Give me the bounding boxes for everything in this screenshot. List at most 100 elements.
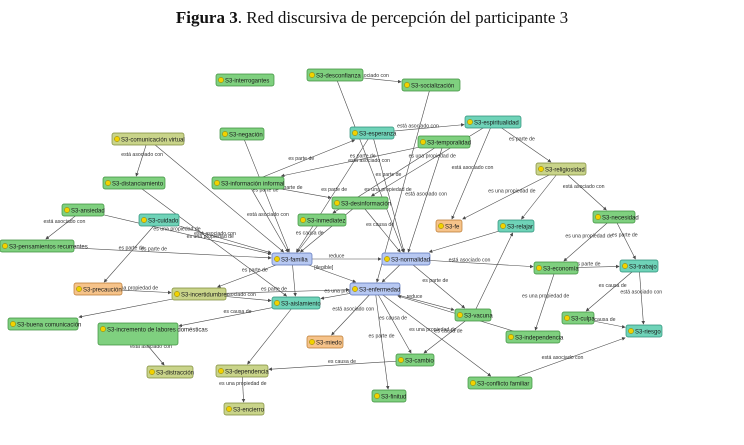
node-desinformacion[interactable]: S3-desinformación [331,196,391,210]
edge-label-incertidumbre-enfermedad: es parte de [261,286,287,292]
node-distraccion[interactable]: S3-distracción [146,365,194,379]
edge-label-espiritualidad-religiosidad: es parte de [509,137,535,143]
node-cambio[interactable]: S3-cambio [395,353,435,367]
node-espiritualidad[interactable]: S3-espiritualidad [464,115,522,129]
node-buena_comunicacion[interactable]: S3-buena comunicación [7,317,81,331]
edge-label-normalidad-vacuna: es parte de [422,278,448,284]
code-icon [309,339,315,345]
node-box-aislamiento [271,296,321,310]
code-icon [218,368,224,374]
node-box-ansiedad [61,203,105,217]
edge-label-pensamientos_recurrentes-familia: es parte de [141,246,167,252]
node-vacuna[interactable]: S3-vacuna [454,308,493,322]
node-independencia[interactable]: S3-independencia [505,330,564,344]
edge-label-esperanza-espiritualidad: está asociado con [397,123,439,129]
node-label-desinformacion: S3-desinformación [341,201,391,207]
node-desconfianza[interactable]: S3-desconfianza [306,68,364,82]
node-box-religiosidad [535,162,587,176]
node-enfermedad[interactable]: S3-enfermedad [349,282,400,296]
node-label-buena_comunicacion: S3-buena comunicación [17,322,81,328]
node-negacion[interactable]: S3-negación [219,127,265,141]
node-ansiedad[interactable]: S3-ansiedad [61,203,105,217]
edge-label-cuidado-precaucion: es parte de [119,246,145,252]
edge-informacion_informal-familia [247,182,289,253]
node-riesgo[interactable]: S3-riesgo [625,324,663,338]
edge-label-ansiedad-pensamientos_recurrentes: está asociado con [44,219,86,225]
edge-desconfianza-normalidad [334,74,404,253]
edge-necesidad-economia [563,216,615,262]
node-label-dependencia: S3-dependencia [225,369,269,375]
edge-label-layer: está asociado con está asociado con es par… [44,73,663,387]
node-inmediatez[interactable]: S3-inmediatez [297,213,347,227]
node-precaucion[interactable]: S3-precaución [73,282,123,296]
node-informacion_informal[interactable]: S3-información informal [211,176,284,190]
node-fe[interactable]: S3-fe [435,219,463,233]
node-incertidumbre[interactable]: S3-incertidumbre [171,287,227,301]
node-comunicacion_virtual[interactable]: S3-comunicación virtual [111,132,185,146]
node-box-riesgo [625,324,663,338]
edge-label-economia-independencia: es una propiedad de [522,294,569,300]
edge-label-necesidad-economia: es una propiedad de [565,234,612,240]
node-economia[interactable]: S3-economía [533,261,579,275]
edge-label-cambio-dependencia: es causa de [328,359,356,365]
node-finitud[interactable]: S3-finitud [371,389,406,403]
edge-label-incertidumbre-aislamiento: está asociado con [214,292,256,298]
code-icon [309,72,315,78]
edge-trabajo-culpa [585,265,640,312]
edge-label-temporalidad-normalidad: está asociado con [405,192,447,198]
node-esperanza[interactable]: S3-esperanza [349,126,397,140]
node-box-vacuna [454,308,492,322]
node-religiosidad[interactable]: S3-religiosidad [535,162,587,176]
node-normalidad[interactable]: S3-normalidad [381,252,431,266]
edge-label-economia-trabajo: es parte de [575,262,601,268]
code-icon [149,369,155,375]
node-box-cambio [395,353,435,367]
edge-label-enfermedad-cambio: es causa de [379,316,407,322]
edge-label-esperanza-familia: es parte de [321,187,347,193]
code-icon [114,136,120,142]
edge-label-trabajo-riesgo: está asociado con [620,290,662,296]
edge-label-familia-enfermedad: [ilegible] [314,265,334,271]
edge-label-culpa-riesgo: es causa de [588,317,616,323]
node-label-interrogantes: S3-interrogantes [225,78,269,84]
figure-caption: . Red discursiva de percepción del parti… [237,8,569,27]
node-labores[interactable]: S3-incremento de labores domésticas [97,322,208,346]
node-aislamiento[interactable]: S3-aislamiento [271,296,321,310]
node-label-labores: S3-incremento de labores domésticas [107,328,208,334]
node-dependencia[interactable]: S3-dependencia [215,364,269,378]
edge-esperanza-normalidad [371,132,406,253]
node-miedo[interactable]: S3-miedo [306,335,344,349]
node-trabajo[interactable]: S3-trabajo [619,259,659,273]
code-icon [467,119,473,125]
edge-label-religiosidad-fe: es una propiedad de [488,189,535,195]
code-icon [64,207,70,213]
edge-aislamiento-dependencia [247,302,297,365]
code-icon [374,393,380,399]
node-necesidad[interactable]: S3-necesidad [592,210,639,224]
node-conflicto_familiar[interactable]: S3-conflicto familiar [467,376,533,390]
node-socializacion[interactable]: S3-socialización [401,78,461,92]
node-encierro[interactable]: S3-encierro [223,402,265,416]
edge-label-familia-incertidumbre: es parte de [242,268,268,274]
edge-enfermedad-finitud [374,288,390,390]
node-relajar[interactable]: S3-relajar [497,219,535,233]
node-pensamientos_recurrentes[interactable]: S3-pensamientos recurrentes [0,239,88,253]
node-familia[interactable]: S3-familia [271,252,313,266]
edge-desinformacion-normalidad [359,202,401,253]
node-culpa[interactable]: S3-culpa [561,311,595,325]
edge-religiosidad-fe [462,168,562,220]
node-temporalidad[interactable]: S3-temporalidad [417,135,471,149]
node-cuidado[interactable]: S3-cuidado [138,213,180,227]
code-icon [352,130,358,136]
edge-label-espiritualidad-fe: está asociado con [452,165,494,171]
node-interrogantes[interactable]: S3-interrogantes [215,73,275,87]
code-icon [420,139,426,145]
edge-label-espiritualidad-desinformacion: es una propiedad de [409,154,456,160]
edge-label-enfermedad-aislamiento: es una propiedad de [324,288,371,294]
edge-ansiedad-familia [82,209,272,256]
edge-label-informacion_informal-familia: está asociado con [247,212,289,218]
node-distanciamiento[interactable]: S3-distanciamiento [102,176,166,190]
node-label-negacion: S3-negación [229,132,263,138]
node-label-incertidumbre: S3-incertidumbre [181,292,227,298]
node-box-precaucion [73,282,123,296]
